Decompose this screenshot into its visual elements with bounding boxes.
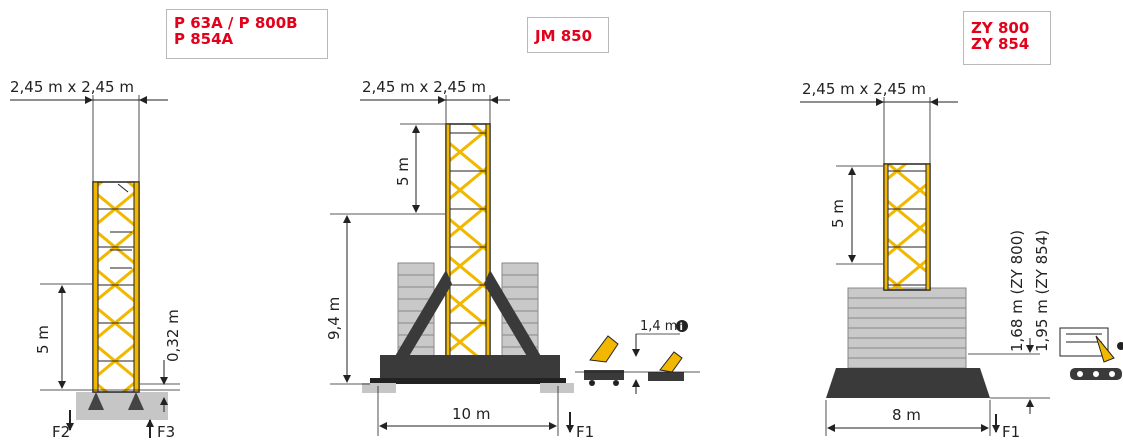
right-base-width-label: 8 m [892, 406, 921, 424]
left-mast [88, 181, 144, 410]
crawler-detail [1059, 327, 1123, 380]
model-tag-left-line1: P 63A / P 800B [174, 14, 298, 32]
right-base-block [826, 368, 990, 398]
right-section-label: 2,45 m x 2,45 m [802, 80, 926, 98]
middle-mast-height-label: 5 m [394, 157, 412, 186]
model-tag-left: P 63A / P 800B P 854A [166, 9, 328, 59]
model-tag-left-line2: P 854A [174, 30, 234, 48]
left-section-label: 2,45 m x 2,45 m [10, 78, 134, 96]
right-crane-assembly: 2,45 m x 2,45 m 5 m 8 m F1 1,68 m (ZY 80… [800, 80, 1123, 441]
middle-foundation-right [540, 383, 574, 393]
model-tag-right-line1: ZY 800 [971, 19, 1030, 37]
rail-bogie-detail: 1,4 m i [575, 319, 700, 394]
model-tag-middle-line1: JM 850 [535, 27, 593, 45]
force-f2-label: F2 [52, 423, 70, 441]
svg-text:i: i [680, 322, 683, 333]
right-height-label-zy800: 1,68 m (ZY 800) [1008, 230, 1026, 352]
force-f3-label: F3 [157, 423, 175, 441]
info-icon[interactable]: i [676, 320, 688, 333]
middle-force-f1-label: F1 [576, 423, 594, 441]
left-offset-label: 0,32 m [164, 309, 182, 362]
model-tag-middle: JM 850 [527, 17, 609, 53]
middle-height-label: 9,4 m [325, 297, 343, 340]
right-force-f1-label: F1 [1002, 423, 1020, 441]
middle-mast [445, 123, 491, 365]
right-mast-height-label: 5 m [829, 199, 847, 228]
right-mast [883, 163, 931, 291]
middle-base-frame [370, 270, 566, 385]
middle-foundation-left [362, 383, 396, 393]
model-tag-right-line2: ZY 854 [971, 35, 1030, 53]
left-mast-height-label: 5 m [34, 325, 52, 354]
middle-section-label: 2,45 m x 2,45 m [362, 78, 486, 96]
middle-crane-assembly: 2,45 m x 2,45 m 5 m 9,4 m 10 m F1 1,4 m [325, 78, 700, 441]
model-tag-right: ZY 800 ZY 854 [963, 11, 1051, 65]
rail-gap-label: 1,4 m [640, 319, 677, 334]
middle-base-width-label: 10 m [452, 405, 490, 423]
left-crane-assembly: 2,45 m x 2,45 m 5 m 0,32 m F2 F3 [10, 78, 182, 441]
right-height-label-zy854: 1,95 m (ZY 854) [1033, 230, 1051, 352]
right-ballast-stack [847, 287, 967, 369]
